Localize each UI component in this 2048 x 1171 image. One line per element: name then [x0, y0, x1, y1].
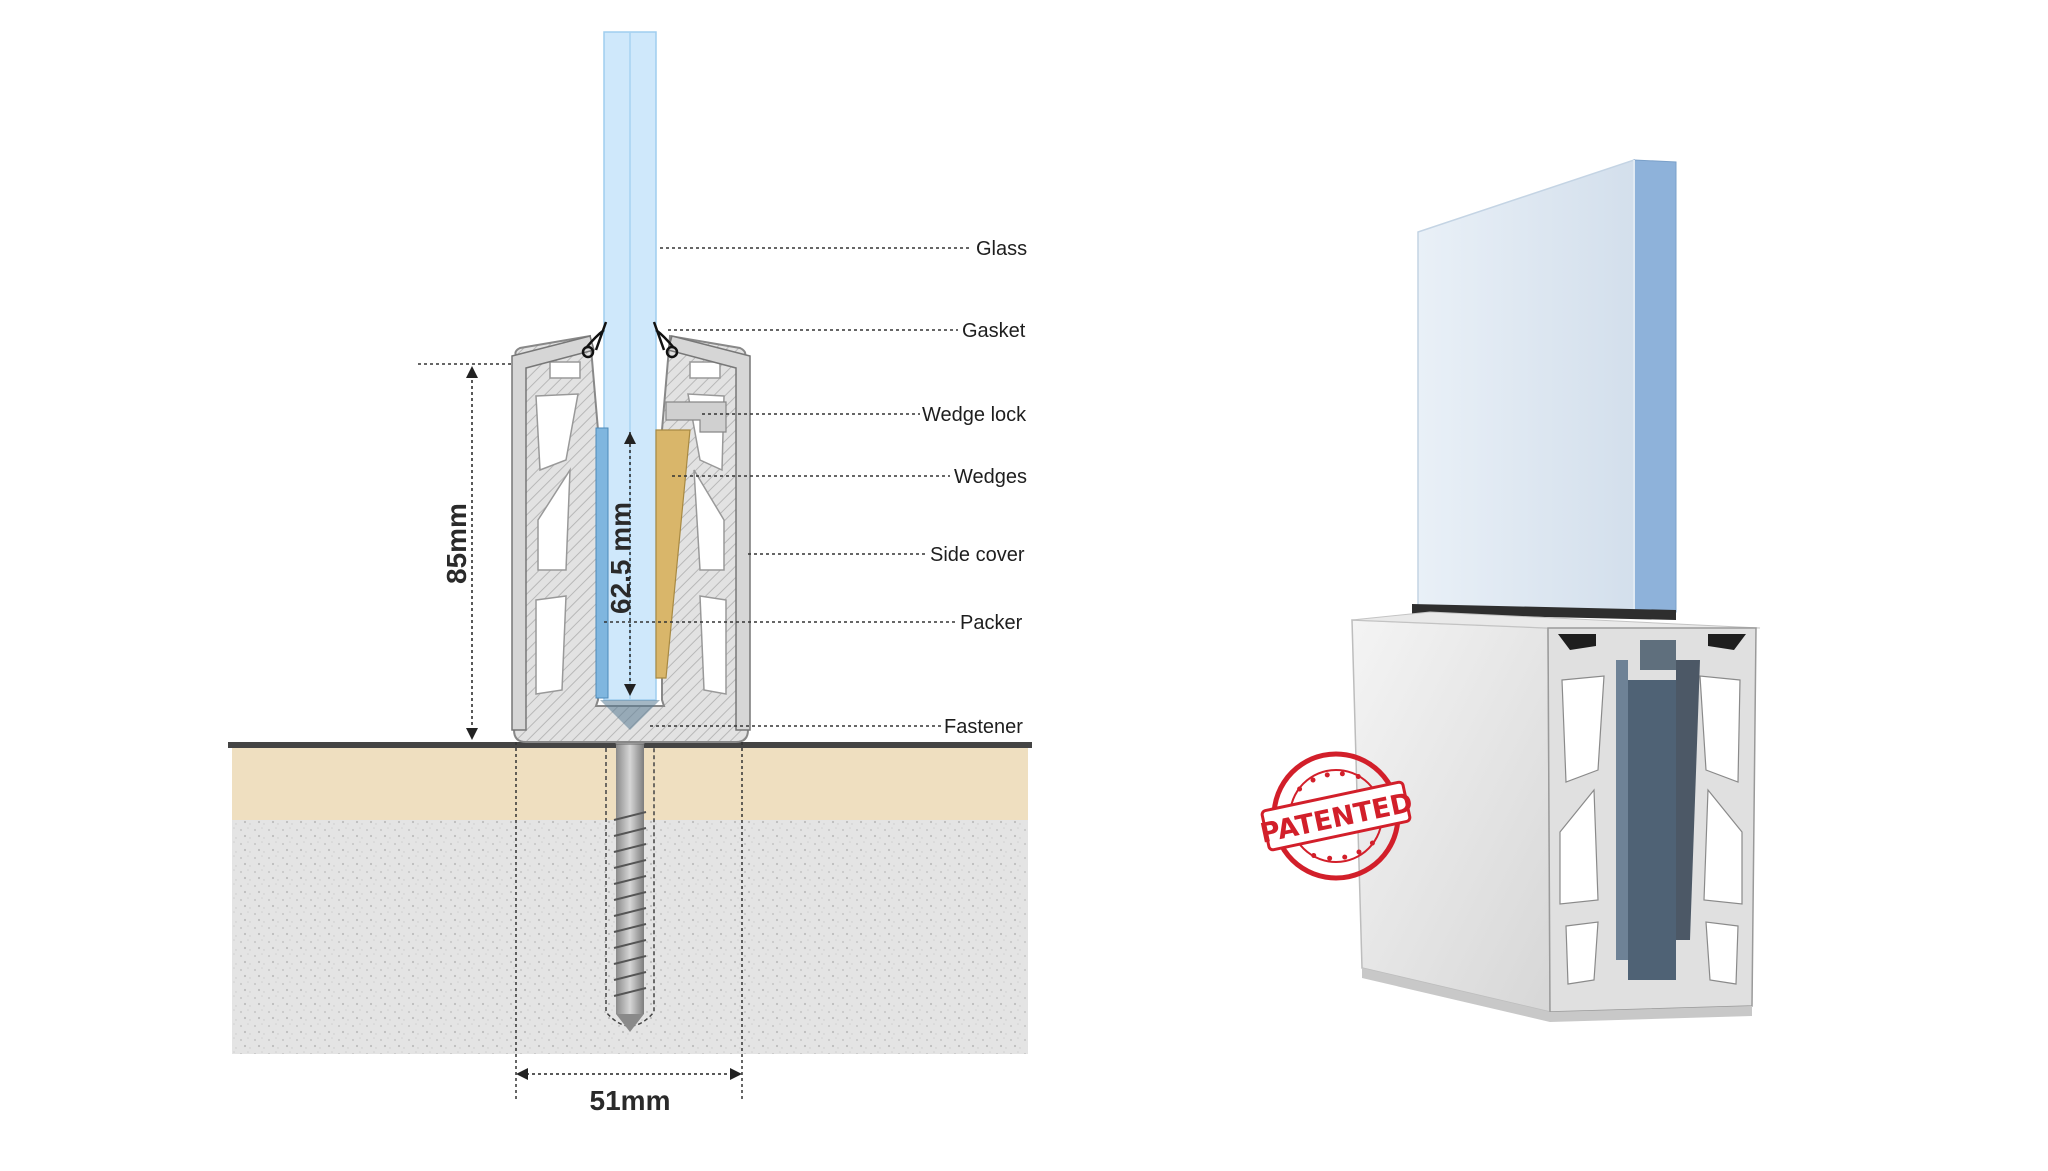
callout-wedges: Wedges [954, 466, 1027, 488]
glass-depth-label: 62.5 mm [605, 502, 636, 614]
callout-fastener: Fastener [944, 716, 1023, 738]
glass-panel-front [1417, 158, 1635, 613]
callout-wedge-lock: Wedge lock [922, 404, 1027, 426]
width-label: 51mm [590, 1085, 671, 1116]
height-dimension [418, 363, 514, 740]
side-cover-left [511, 335, 595, 731]
callout-side-cover: Side cover [930, 544, 1025, 566]
callout-glass: Glass [976, 238, 1027, 260]
side-cover-right [667, 335, 751, 731]
packer [595, 427, 609, 699]
callout-packer: Packer [960, 612, 1023, 634]
gaskets [581, 321, 679, 359]
glass-panel-edge [1633, 159, 1677, 613]
height-label: 85mm [441, 503, 472, 584]
glass-depth-dimension [624, 432, 636, 696]
wedge [655, 429, 691, 679]
wedge-lock [665, 401, 727, 433]
cross-section: 85mm 62.5 mm 51mm Glass [228, 31, 1032, 1116]
callout-labels: Glass Gasket Wedge lock Wedges Side cove… [922, 238, 1027, 738]
profile-cavities [535, 361, 727, 695]
callout-gasket: Gasket [962, 320, 1026, 342]
product-3d-view: PATENTED [1258, 158, 1761, 1022]
callout-leaders [604, 247, 972, 727]
width-dimension [515, 742, 743, 1100]
